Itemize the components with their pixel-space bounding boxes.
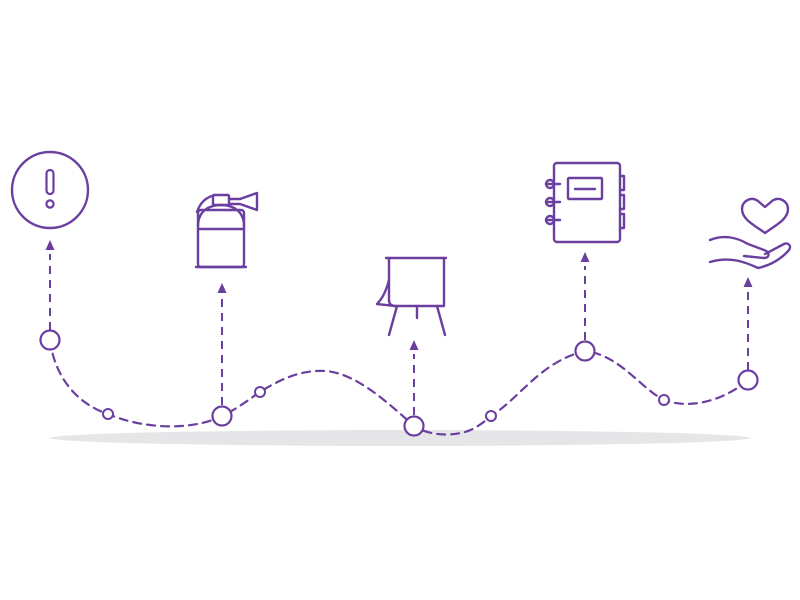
milestone-node <box>211 405 233 427</box>
hand-heart-icon <box>708 197 792 270</box>
flip-chart-icon <box>375 256 448 337</box>
connector-5 <box>743 277 753 370</box>
connector-3 <box>409 340 419 415</box>
milestone-node <box>737 369 759 391</box>
milestone-node <box>403 415 425 437</box>
connector-1 <box>45 240 55 330</box>
milestone-node <box>39 329 61 351</box>
journey-path <box>48 338 750 436</box>
notebook-icon <box>544 161 626 244</box>
ground-shadow <box>50 430 750 446</box>
fire-extinguisher-icon <box>194 191 259 269</box>
path-dot <box>254 386 266 398</box>
connector-4 <box>580 252 590 340</box>
milestone-node <box>574 340 596 362</box>
exclamation-circle-icon <box>10 150 90 230</box>
connector-2 <box>217 283 227 405</box>
path-dot <box>485 410 497 422</box>
path-dot <box>658 394 670 406</box>
path-dot <box>102 408 114 420</box>
